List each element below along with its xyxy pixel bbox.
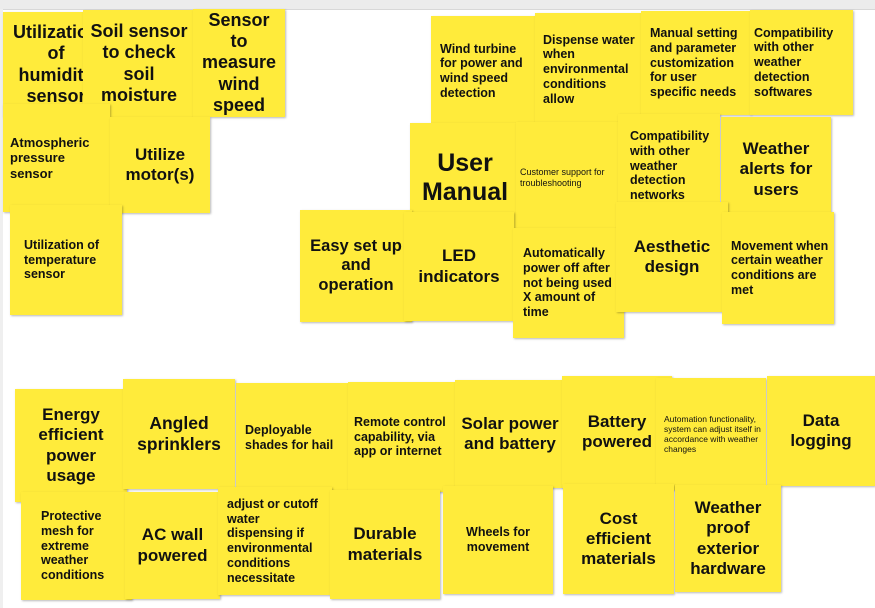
- sticky-note-pressure-sensor[interactable]: Atmospheric pressure sensor: [3, 104, 110, 212]
- sticky-note-energy-efficient[interactable]: Energy efficient power usage: [15, 389, 127, 502]
- sticky-note-movement-conditions[interactable]: Movement when certain weather conditions…: [722, 212, 834, 324]
- sticky-note-automation[interactable]: Automation functionality, system can adj…: [656, 378, 766, 490]
- sticky-note-led-indicators[interactable]: LED indicators: [404, 212, 514, 321]
- sticky-note-protective-mesh[interactable]: Protective mesh for extreme weather cond…: [21, 492, 132, 600]
- sticky-note-angled-sprinklers[interactable]: Angled sprinklers: [123, 379, 235, 489]
- sticky-note-wind-turbine[interactable]: Wind turbine for power and wind speed de…: [431, 16, 536, 126]
- sticky-note-data-logging[interactable]: Data logging: [767, 376, 875, 486]
- left-edge-strip: [0, 9, 3, 608]
- sticky-note-easy-setup[interactable]: Easy set up and operation: [300, 210, 412, 322]
- sticky-note-ac-wall[interactable]: AC wall powered: [125, 492, 220, 599]
- sticky-note-solar-power[interactable]: Solar power and battery: [455, 380, 565, 488]
- sticky-note-aesthetic-design[interactable]: Aesthetic design: [616, 202, 728, 312]
- sticky-note-temperature-sensor[interactable]: Utilization of temperature sensor: [10, 205, 122, 315]
- sticky-note-battery-powered[interactable]: Battery powered: [562, 376, 672, 488]
- sticky-note-manual-setting[interactable]: Manual setting and parameter customizati…: [641, 11, 751, 115]
- sticky-note-wind-sensor[interactable]: Sensor to measure wind speed: [193, 9, 285, 117]
- sticky-note-remote-control[interactable]: Remote control capability, via app or in…: [348, 382, 455, 492]
- top-toolbar-strip: [0, 0, 875, 10]
- sticky-note-compat-software[interactable]: Compatibility with other weather detecti…: [750, 10, 853, 115]
- sticky-note-customer-support[interactable]: Customer support for troubleshooting: [516, 122, 620, 234]
- sticky-note-utilize-motor[interactable]: Utilize motor(s): [110, 117, 210, 213]
- sticky-note-compat-networks[interactable]: Compatibility with other weather detecti…: [618, 114, 720, 218]
- sticky-note-soil-sensor[interactable]: Soil sensor to check soil moisture: [83, 10, 195, 117]
- sticky-note-dispense-water[interactable]: Dispense water when environmental condit…: [535, 13, 641, 126]
- sticky-note-adjust-water[interactable]: adjust or cutoff water dispensing if env…: [218, 487, 332, 595]
- sticky-note-weather-proof[interactable]: Weather proof exterior hardware: [675, 485, 781, 592]
- sticky-note-cost-efficient[interactable]: Cost efficient materials: [563, 484, 674, 594]
- sticky-note-auto-power-off[interactable]: Automatically power off after not being …: [513, 228, 624, 338]
- sticky-note-weather-alerts[interactable]: Weather alerts for users: [721, 117, 831, 222]
- sticky-note-wheels[interactable]: Wheels for movement: [443, 486, 553, 594]
- sticky-note-deployable-shades[interactable]: Deployable shades for hail: [236, 383, 348, 493]
- sticky-note-durable-materials[interactable]: Durable materials: [330, 490, 440, 599]
